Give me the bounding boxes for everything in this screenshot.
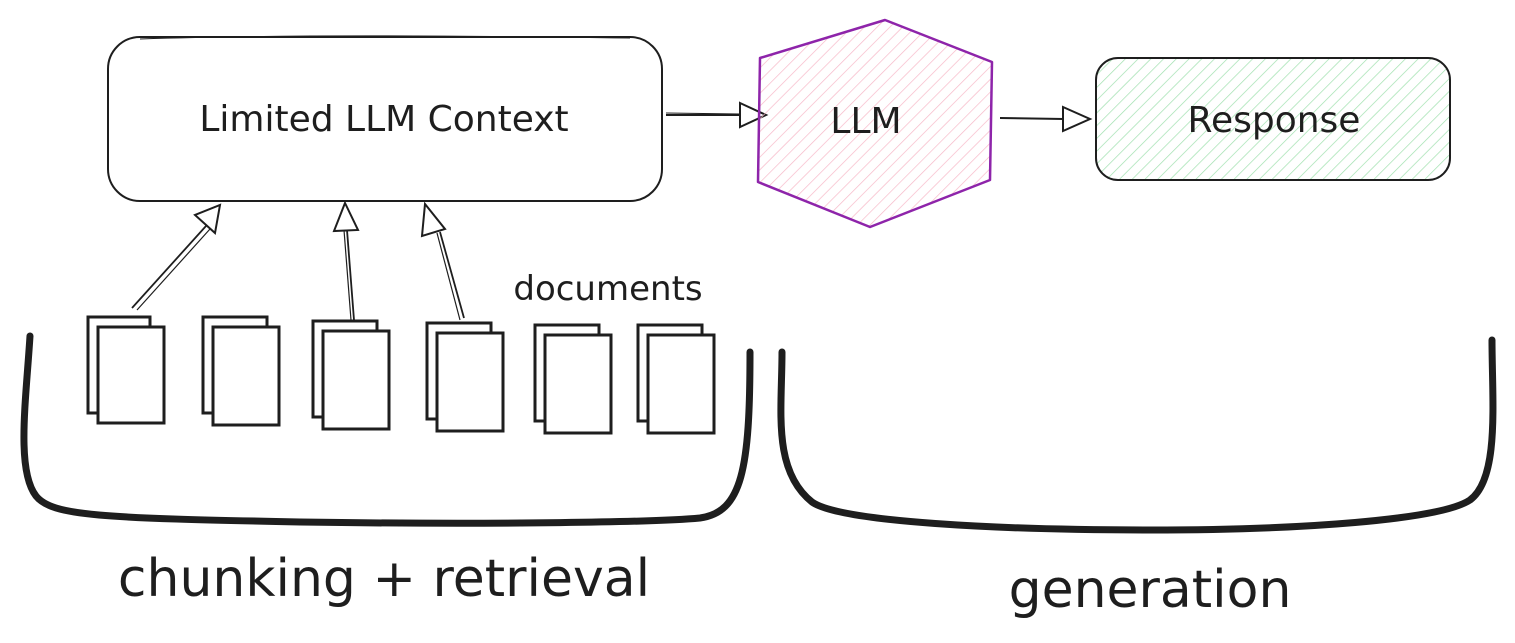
arrow-context-to-llm (665, 101, 769, 129)
document-stacks (86, 315, 716, 435)
generation-label: generation (1009, 560, 1292, 620)
llm-node: LLM (756, 18, 994, 229)
arrow-up-icon (193, 203, 222, 235)
document-stack-icon (86, 315, 166, 425)
document-stack-icon (533, 323, 613, 435)
arrow-up-icon (420, 201, 447, 238)
retrieval-arrows (131, 200, 465, 321)
arrow-right-icon (739, 101, 769, 129)
generation-bracket (777, 336, 1497, 534)
chunking-bracket (20, 332, 754, 527)
document-stack-icon (425, 321, 505, 433)
retrieval-arrow (332, 200, 360, 321)
response-label: Response (1188, 100, 1361, 141)
retrieval-arrow (420, 201, 465, 321)
documents-label: documents (513, 269, 702, 309)
context-box-label: Limited LLM Context (199, 99, 568, 140)
document-stack-icon (636, 323, 716, 435)
arrow-llm-to-response (999, 105, 1093, 133)
context-box: Limited LLM Context (107, 35, 663, 202)
chunking-label: chunking + retrieval (118, 549, 650, 609)
response-box: Response (1095, 57, 1451, 181)
llm-label: LLM (830, 101, 901, 142)
retrieval-arrow (131, 203, 222, 311)
document-stack-icon (311, 319, 391, 431)
arrow-right-icon (1062, 105, 1093, 133)
document-stack-icon (201, 315, 281, 427)
arrow-up-icon (332, 200, 360, 233)
